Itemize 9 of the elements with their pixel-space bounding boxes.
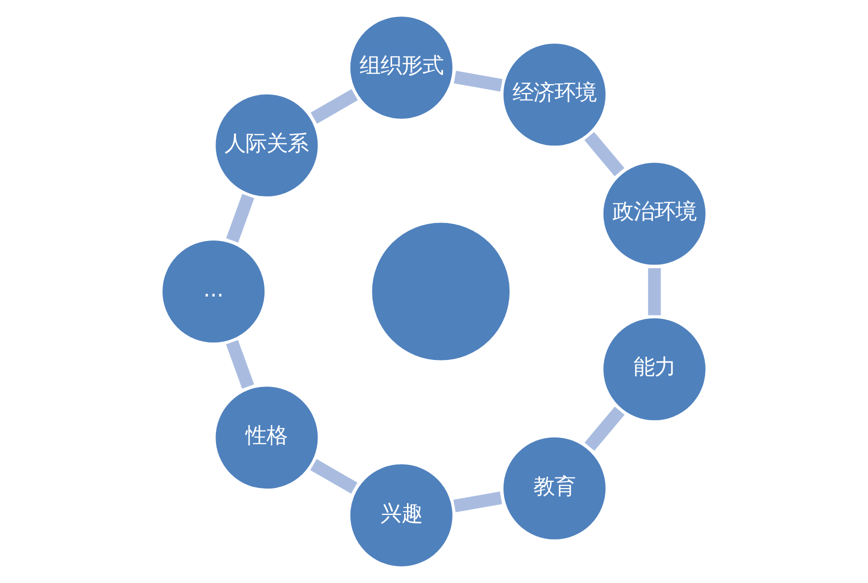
connector (584, 406, 625, 451)
connector (226, 194, 254, 243)
connector (584, 132, 624, 176)
connector (310, 89, 358, 124)
connector (454, 70, 502, 92)
connector (226, 340, 254, 389)
connector (453, 492, 502, 512)
connector (648, 268, 661, 316)
connector (310, 459, 358, 494)
